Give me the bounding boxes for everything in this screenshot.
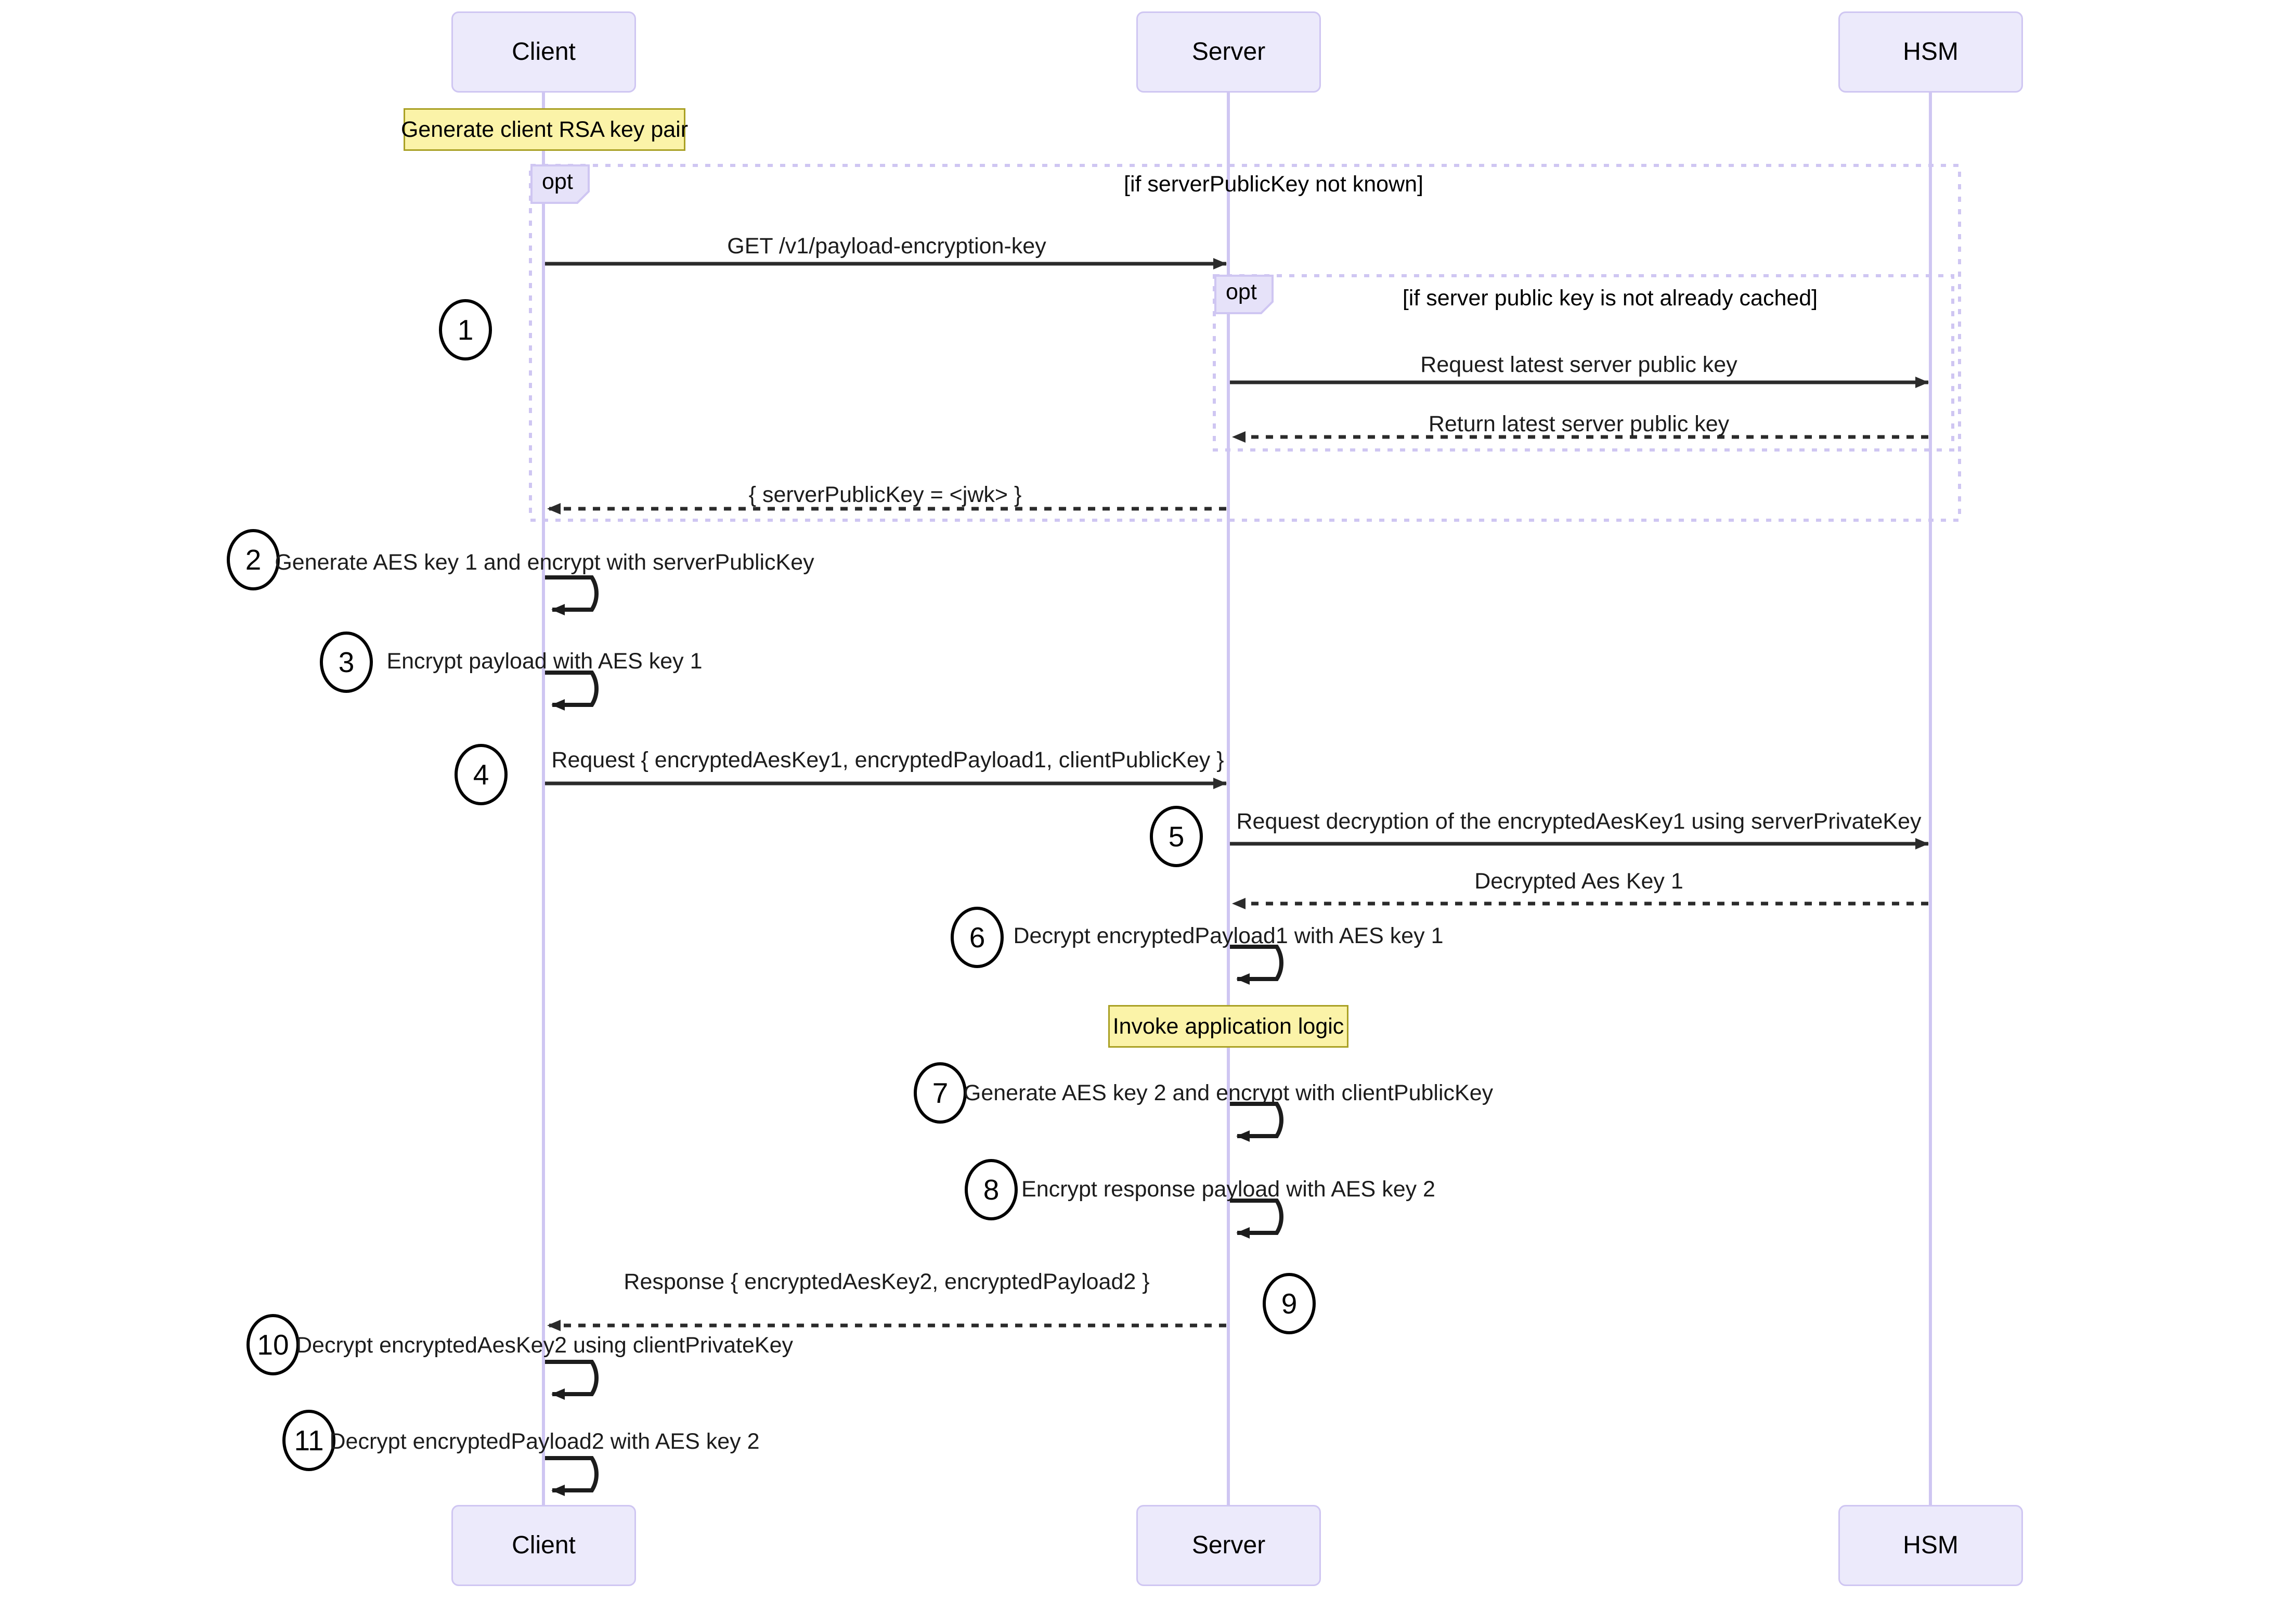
step-badge-4: 4 xyxy=(456,745,506,804)
step-circle-8 xyxy=(965,1159,1018,1220)
step-badge-6-label: 6 xyxy=(969,921,985,954)
fragment-tag-outer xyxy=(530,164,590,204)
step-circle-3 xyxy=(320,632,373,693)
step-circle-4 xyxy=(455,744,508,805)
step-badge-7: 7 xyxy=(915,1064,965,1122)
participant-server-bottom-label: Server xyxy=(1191,1531,1266,1559)
step-circle-1 xyxy=(439,299,492,360)
step-badge-7-label: 7 xyxy=(932,1076,949,1109)
fragment-opt-outer xyxy=(529,164,1961,522)
participant-client-top[interactable]: Client xyxy=(451,11,636,93)
participant-server-top-label: Server xyxy=(1191,38,1266,66)
step-badge-2-label: 2 xyxy=(245,543,262,576)
step-badge-9-label: 9 xyxy=(1281,1287,1298,1320)
step-circle-10 xyxy=(247,1314,300,1375)
self-loop-decrypt-encrypted-aes-key-2 xyxy=(545,1360,599,1400)
step-badge-11-label: 11 xyxy=(294,1424,324,1457)
message-label-server-public-key-jwk: { serverPublicKey = <jwk> } xyxy=(748,482,1022,507)
message-label-encrypt-payload-aes-key-1: Encrypt payload with AES key 1 xyxy=(386,649,703,674)
step-badge-10: 10 xyxy=(248,1316,298,1374)
step-badge-6: 6 xyxy=(952,908,1002,967)
step-badge-2: 2 xyxy=(228,531,278,589)
participant-hsm-top-label: HSM xyxy=(1903,38,1958,66)
message-label-request-encrypted-aes-key1: Request { encryptedAesKey1, encryptedPay… xyxy=(551,748,1224,772)
note-generate-client-rsa-key-pair: Generate client RSA key pair xyxy=(400,108,689,151)
step-badge-4-label: 4 xyxy=(473,758,489,791)
message-label-return-latest-server-public-key: Return latest server public key xyxy=(1428,411,1730,436)
participant-hsm-bottom-label: HSM xyxy=(1903,1531,1958,1559)
step-circle-2 xyxy=(227,529,280,590)
step-circle-11 xyxy=(282,1410,335,1471)
step-badge-9: 9 xyxy=(1264,1274,1314,1333)
fragment-opt-inner xyxy=(1213,274,1954,452)
self-loop-decrypt-encrypted-payload-1 xyxy=(1230,945,1283,985)
fragment-tag-inner xyxy=(1214,275,1274,314)
self-loop-decrypt-encrypted-payload-2 xyxy=(545,1456,599,1496)
message-label-decrypt-encrypted-payload-2: Decrypt encryptedPayload2 with AES key 2 xyxy=(329,1429,760,1454)
participant-server-bottom[interactable]: Server xyxy=(1136,1505,1321,1586)
fragment-opt-outer-condition: [if serverPublicKey not known] xyxy=(1124,172,1423,197)
step-badge-10-label: 10 xyxy=(257,1328,289,1361)
message-label-generate-aes-key-1: Generate AES key 1 and encrypt with serv… xyxy=(275,550,814,575)
step-circle-5 xyxy=(1150,806,1203,867)
participant-hsm-bottom[interactable]: HSM xyxy=(1838,1505,2023,1586)
self-loop-encrypt-response-payload-aes-key-2 xyxy=(1230,1199,1283,1239)
note-invoke-application-logic: Invoke application logic xyxy=(1108,1005,1348,1048)
self-loop-encrypt-payload-aes-key-1 xyxy=(545,671,599,711)
step-circle-9 xyxy=(1263,1273,1316,1334)
message-label-decrypt-encrypted-aes-key-2: Decrypt encryptedAesKey2 using clientPri… xyxy=(295,1333,794,1358)
participant-server-top[interactable]: Server xyxy=(1136,11,1321,93)
fragment-opt-inner-tag: opt xyxy=(1226,279,1257,304)
message-label-response-encrypted-aes-key2: Response { encryptedAesKey2, encryptedPa… xyxy=(624,1269,1150,1294)
fragment-opt-inner-condition: [if server public key is not already cac… xyxy=(1402,286,1818,311)
message-label-request-latest-server-public-key: Request latest server public key xyxy=(1420,352,1737,377)
step-circle-7 xyxy=(914,1062,967,1124)
participant-client-top-label: Client xyxy=(512,38,576,66)
message-label-encrypt-response-payload-aes-key-2: Encrypt response payload with AES key 2 xyxy=(1021,1177,1435,1202)
self-loop-generate-aes-key-2 xyxy=(1230,1102,1283,1142)
step-badge-1: 1 xyxy=(440,301,490,359)
message-label-decrypted-aes-key-1: Decrypted Aes Key 1 xyxy=(1474,869,1683,894)
step-badge-1-label: 1 xyxy=(457,313,474,346)
step-circle-6 xyxy=(951,907,1004,968)
note-invoke-application-logic-label: Invoke application logic xyxy=(1112,1013,1344,1039)
step-badge-11: 11 xyxy=(284,1411,334,1470)
message-label-get-payload-encryption-key: GET /v1/payload-encryption-key xyxy=(727,234,1046,259)
note-generate-client-rsa-key-pair-label: Generate client RSA key pair xyxy=(400,117,689,142)
step-badge-5-label: 5 xyxy=(1168,820,1185,853)
fragment-opt-outer-tag: opt xyxy=(542,169,573,194)
self-loop-generate-aes-key-1 xyxy=(545,575,599,615)
step-badge-5: 5 xyxy=(1151,807,1201,866)
step-badge-3: 3 xyxy=(321,633,371,691)
participant-client-bottom[interactable]: Client xyxy=(451,1505,636,1586)
step-badge-8: 8 xyxy=(966,1161,1016,1219)
message-label-decrypt-encrypted-payload-1: Decrypt encryptedPayload1 with AES key 1 xyxy=(1013,923,1444,948)
message-label-request-decryption-encrypted-aes-key1: Request decryption of the encryptedAesKe… xyxy=(1236,809,1922,834)
step-badge-3-label: 3 xyxy=(338,646,355,678)
message-label-generate-aes-key-2: Generate AES key 2 and encrypt with clie… xyxy=(963,1080,1494,1105)
lifelines xyxy=(542,93,1932,1505)
participant-client-bottom-label: Client xyxy=(512,1531,576,1559)
participant-hsm-top[interactable]: HSM xyxy=(1838,11,2023,93)
step-badge-8-label: 8 xyxy=(983,1173,1000,1206)
step-badge-circles xyxy=(227,299,1316,1471)
